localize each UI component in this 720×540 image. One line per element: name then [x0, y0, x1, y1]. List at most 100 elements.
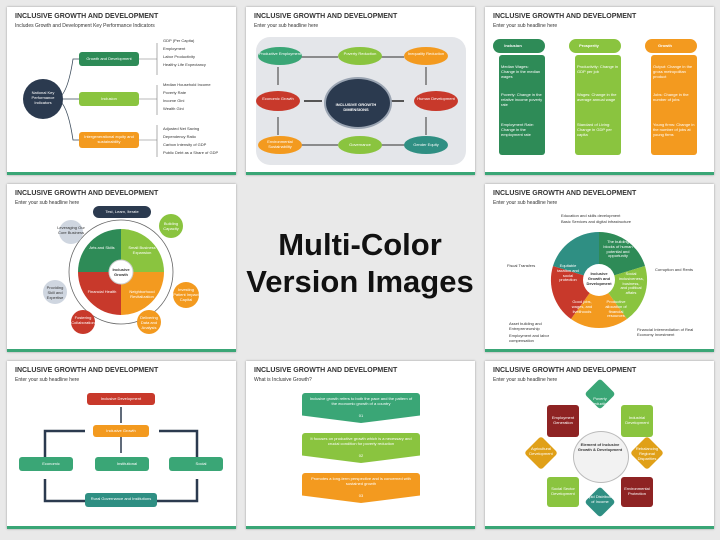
slide-bottom-bar — [7, 172, 236, 175]
slide-subtitle: Enter your sub headline here — [493, 200, 558, 206]
node-label: Governance — [349, 142, 371, 147]
node-label: Poverty Reduction — [343, 51, 377, 56]
segment-label: Social inclusiveness, business, and poli… — [619, 271, 644, 296]
mid-box-label: Inclusive Growth — [106, 428, 136, 433]
segment-label: The building blocks of human potential a… — [603, 239, 633, 259]
satellite-capacity — [159, 214, 183, 238]
node-human — [414, 91, 458, 111]
dimensions-hub — [324, 77, 392, 129]
kpi-item: Income Gini — [163, 98, 185, 103]
slide-thumbnail-2[interactable]: INCLUSIVE GROWTH AND DEVELOPMENT Enter y… — [246, 7, 475, 175]
slide-title: INCLUSIVE GROWTH AND DEVELOPMENT — [254, 13, 398, 20]
petal-label: Social Sector Development — [551, 486, 575, 496]
kpi-item: Carbon Intensity of GDP — [163, 142, 207, 147]
node-inequality — [404, 47, 448, 65]
kpi-item: Dependency Ratio — [163, 134, 196, 139]
satellite-label: Providing Skill and Expertise — [46, 285, 64, 300]
column-card: Poverty: Change in the relative income p… — [501, 92, 543, 107]
kpi-item: Public Debt as a Share of GDP — [163, 150, 219, 155]
element-hub-label: Element of Inclusive Growth & Developmen… — [577, 442, 623, 452]
wheel-center-label: Inclusive Growth — [112, 267, 130, 277]
segment-label: Good jobs, wages, and livelihoods — [571, 299, 593, 314]
kpi-item: Wealth Gini — [163, 106, 184, 111]
branch-growth — [79, 52, 139, 66]
slide-bottom-bar — [485, 172, 714, 175]
pillar-label: Institutional — [116, 461, 138, 466]
top-box-label: Inclusive Development — [100, 396, 142, 401]
petal-label: Poverty Reduction — [590, 396, 609, 406]
pillar-label: Economic — [42, 461, 60, 466]
callout-label: Basic Services and digital infrastructur… — [561, 219, 632, 224]
column-card: Employment Rate: Change in the employmen… — [501, 122, 534, 137]
slide-subtitle: Enter your sub headline here — [493, 377, 558, 383]
connector-lines — [54, 43, 158, 157]
kpi-item: GDP (Per Capita) — [163, 38, 195, 43]
column-header-inclusion — [493, 39, 545, 53]
quadrant-label: Small Business Expansion — [128, 245, 156, 255]
column-card: Median Wages: Change in the median wages — [501, 64, 541, 79]
petal-label: Rapid Distribution of Income — [584, 494, 616, 504]
top-box — [87, 393, 155, 405]
slide-title: INCLUSIVE GROWTH AND DEVELOPMENT — [493, 13, 637, 20]
kpi-item: Healthy Life Expectancy — [163, 62, 206, 67]
slide-title: INCLUSIVE GROWTH AND DEVELOPMENT — [493, 190, 637, 197]
column-card: Young firms: Change in the number of job… — [653, 122, 695, 137]
slide-thumbnail-5[interactable]: INCLUSIVE GROWTH AND DEVELOPMENT Enter y… — [485, 184, 714, 352]
step-text: Inclusive growth refers to both the pace… — [309, 396, 413, 406]
slide-thumbnail-3[interactable]: INCLUSIVE GROWTH AND DEVELOPMENT Enter y… — [485, 7, 714, 175]
slide-thumbnail-8[interactable]: INCLUSIVE GROWTH AND DEVELOPMENT Enter y… — [485, 361, 714, 529]
callout-label: Financial Intermediation of Real Economy… — [637, 327, 694, 337]
petal-label: Environmental Protection — [624, 486, 650, 496]
kpi-item: Labor Productivity — [163, 54, 196, 59]
branch-growth-label: Growth and Development — [86, 56, 132, 61]
slide-subtitle: Enter your sub headline here — [15, 200, 80, 206]
branch-equity — [79, 132, 139, 148]
dimensions-hub-label: INCLUSIVE GROWTH DIMENSIONS — [335, 102, 377, 112]
slide-bottom-bar — [485, 349, 714, 352]
callout-label: Asset building and Entrepreneurship — [509, 321, 542, 331]
slide-subtitle: Enter your sub headline here — [15, 377, 80, 383]
slide-title: INCLUSIVE GROWTH AND DEVELOPMENT — [254, 367, 398, 374]
column-body-growth — [651, 55, 697, 155]
slide-thumbnail-6[interactable]: INCLUSIVE GROWTH AND DEVELOPMENT Enter y… — [7, 361, 236, 529]
slide-thumbnail-4[interactable]: INCLUSIVE GROWTH AND DEVELOPMENT Enter y… — [7, 184, 236, 352]
top-pill — [93, 206, 151, 218]
slide-subtitle: Enter your sub headline here — [493, 23, 558, 29]
node-label: Economic Growth — [262, 96, 294, 101]
segment-wheel — [550, 231, 648, 329]
satellite-skill — [43, 280, 67, 304]
petal-industrial — [621, 405, 653, 437]
satellite-label: Fostering Collaboration — [71, 315, 95, 325]
slide-bottom-bar — [246, 172, 475, 175]
slide-title: INCLUSIVE GROWTH AND DEVELOPMENT — [15, 13, 159, 20]
satellite-collab — [71, 310, 95, 334]
callout-label: Employment and labor compensation — [509, 333, 550, 343]
column-card: Wages: Change in the average annual wage — [577, 92, 617, 102]
pillar-economic — [19, 457, 73, 471]
column-header-label: Inclusion — [504, 43, 522, 48]
step-number: 01 — [358, 413, 364, 418]
column-card: Jobs: Change in the number of jobs — [653, 92, 689, 102]
petal-label: Industrial Development — [625, 415, 649, 425]
quadrant-label: Financial Health — [87, 289, 117, 294]
step-text: It focuses on productive growth which is… — [310, 436, 412, 446]
satellite-label: Investing Patient Impact Capital — [173, 287, 199, 302]
slide-thumbnail-1[interactable]: INCLUSIVE GROWTH AND DEVELOPMENT Include… — [7, 7, 236, 175]
slide-thumbnail-7[interactable]: INCLUSIVE GROWTH AND DEVELOPMENT What is… — [246, 361, 475, 529]
column-card: Output: Change in the gross metropolitan… — [653, 64, 693, 79]
node-label: Environmental Sustainability — [267, 139, 293, 149]
step-text: Promotes a long-term perspective and is … — [311, 476, 411, 486]
column-header-label: Prosperity — [579, 43, 599, 48]
segment-label: Equitable taxation and social protection — [557, 263, 579, 283]
slide-bottom-bar — [7, 526, 236, 529]
petal-employment — [547, 405, 579, 437]
petal-environment — [621, 477, 653, 507]
kpi-item: Median Household Income — [163, 82, 211, 87]
slide-title: INCLUSIVE GROWTH AND DEVELOPMENT — [493, 367, 637, 374]
satellite-data — [137, 310, 161, 334]
step-number: 03 — [358, 493, 364, 498]
branch-inclusion — [79, 92, 139, 106]
branch-equity-label: Intergenerational equity and sustainabil… — [84, 134, 134, 144]
node-label: Productive Employment — [258, 51, 302, 56]
pillar-social — [169, 457, 223, 471]
